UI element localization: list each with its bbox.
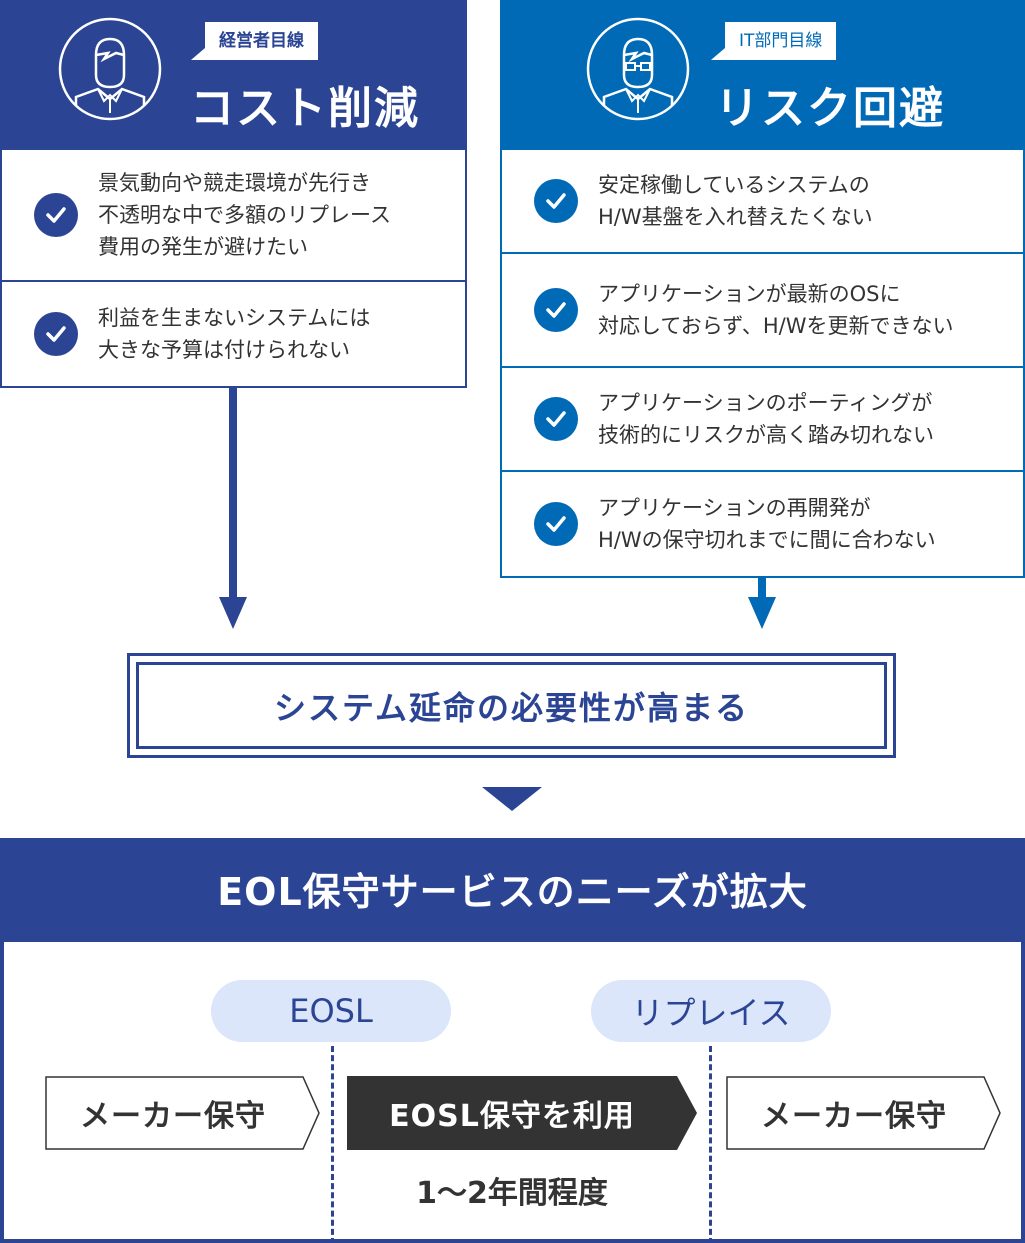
check-circle-icon: [534, 397, 578, 441]
eol-service-section: EOL保守サービスのニーズが拡大 EOSL リプレイス メーカー保守 EOSL保…: [0, 838, 1025, 1243]
check-circle-icon: [34, 312, 78, 356]
check-circle-icon: [34, 193, 78, 237]
timeline-step-maker-support: メーカー保守: [726, 1076, 1002, 1150]
arrow-shaft: [758, 577, 766, 602]
chevron-shape: [347, 1076, 697, 1150]
timeline-step-label: メーカー保守: [761, 1099, 947, 1134]
management-perspective-column: 経営者目線 コスト削減 景気動向や競走環境が先行き 不透明な中で多額のリプレース…: [0, 0, 467, 388]
list-item-text: 利益を生まないシステムには 大きな予算は付けられない: [98, 306, 371, 362]
list-item: アプリケーションが最新のOSに 対応しておらず、H/Wを更新できない: [500, 254, 1025, 368]
it-department-header: IT部門目線 リスク回避: [500, 0, 1025, 150]
list-item: 安定稼働しているシステムの H/W基盤を入れ替えたくない: [500, 150, 1025, 254]
eol-section-title: EOL保守サービスのニーズが拡大: [217, 869, 808, 914]
list-item: アプリケーションのポーティングが 技術的にリスクが高く踏み切れない: [500, 368, 1025, 472]
eosl-pill: EOSL: [211, 980, 451, 1042]
it-staff-avatar-icon: [586, 17, 690, 121]
management-tag-label: 経営者目線: [219, 31, 304, 51]
list-item-text: アプリケーションが最新のOSに 対応しておらず、H/Wを更新できない: [598, 282, 954, 338]
arrow-down-icon: [219, 597, 247, 629]
timeline-step-label: EOSL保守を利用: [389, 1099, 635, 1134]
arrow-shaft: [229, 387, 237, 602]
check-circle-icon: [534, 502, 578, 546]
replace-divider: [709, 1046, 712, 1243]
management-tag: 経営者目線: [191, 22, 318, 60]
list-item-text: アプリケーションのポーティングが 技術的にリスクが高く踏み切れない: [598, 391, 934, 447]
eosl-period-label: 1〜2年間程度: [416, 1176, 608, 1211]
need-box-text: システム延命の必要性が高まる: [136, 662, 887, 749]
list-item-text: 安定稼働しているシステムの H/W基盤を入れ替えたくない: [598, 173, 873, 229]
manager-avatar-icon: [58, 17, 162, 121]
chevron-shape: [726, 1076, 1001, 1150]
replace-pill: リプレイス: [591, 980, 831, 1042]
list-item: アプリケーションの再開発が H/Wの保守切れまでに間に合わない: [500, 472, 1025, 578]
it-department-perspective-column: IT部門目線 リスク回避 安定稼働しているシステムの H/W基盤を入れ替えたくな…: [500, 0, 1025, 578]
list-item-text: アプリケーションの再開発が H/Wの保守切れまでに間に合わない: [598, 496, 936, 552]
system-extension-need-box: システム延命の必要性が高まる: [127, 653, 896, 758]
list-item: 利益を生まないシステムには 大きな予算は付けられない: [0, 282, 467, 388]
list-item-text: 景気動向や競走環境が先行き 不透明な中で多額のリプレース 費用の発生が避けたい: [98, 171, 391, 259]
speech-tail: [191, 48, 205, 60]
arrow-down-icon: [748, 597, 776, 629]
speech-tail: [711, 48, 725, 60]
check-circle-icon: [534, 179, 578, 223]
chevron-shape: [45, 1076, 320, 1150]
timeline-step-maker-support: メーカー保守: [45, 1076, 321, 1150]
it-department-tag: IT部門目線: [711, 22, 837, 60]
eosl-divider: [331, 1046, 334, 1243]
check-circle-icon: [534, 288, 578, 332]
cost-reduction-title: コスト削減: [190, 83, 420, 134]
list-item: 景気動向や競走環境が先行き 不透明な中で多額のリプレース 費用の発生が避けたい: [0, 150, 467, 282]
it-department-tag-label: IT部門目線: [739, 31, 823, 51]
timeline-panel: EOSL リプレイス メーカー保守 EOSL保守を利用 メーカー保守 1〜2年間…: [4, 942, 1021, 1243]
timeline-step-eosl-support: EOSL保守を利用: [347, 1076, 697, 1150]
risk-avoidance-title: リスク回避: [715, 83, 945, 134]
management-header: 経営者目線 コスト削減: [0, 0, 467, 150]
triangle-down-icon: [482, 787, 542, 811]
timeline-step-label: メーカー保守: [80, 1099, 266, 1134]
